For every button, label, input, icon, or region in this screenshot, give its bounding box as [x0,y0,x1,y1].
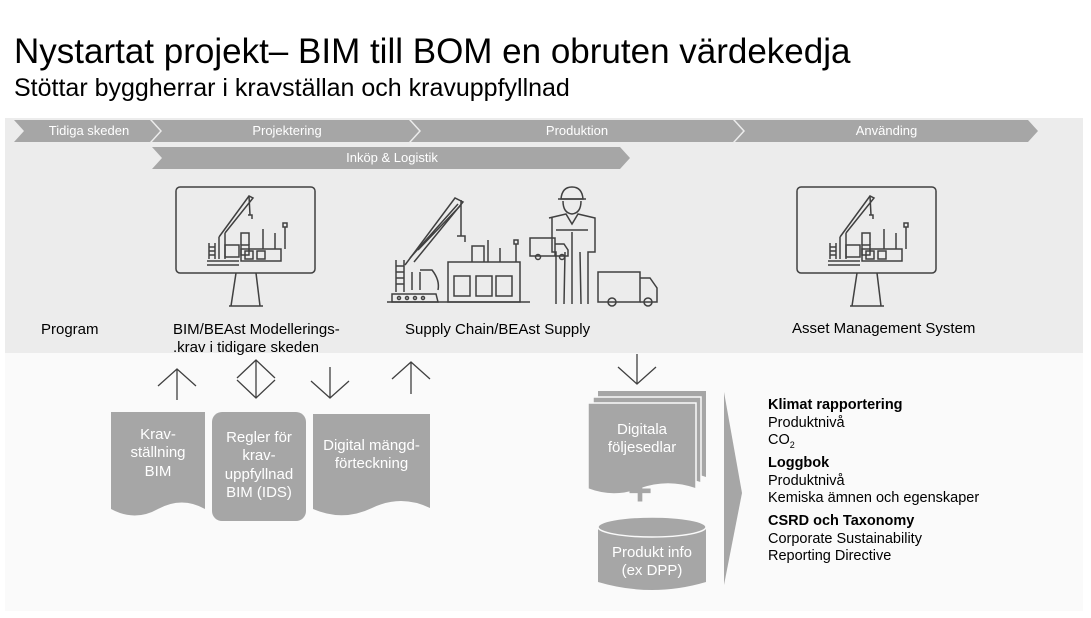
output-chevron [724,392,742,585]
stage-supply-chain: Supply Chain/BEAst Supply [405,321,591,338]
card-produkt-text: Produkt info (ex DPP) [611,544,693,580]
arrow-down-icon [617,354,657,385]
card-regler [212,412,306,521]
arrow-up-down-icon [236,359,276,399]
output-loggbok-heading: Loggbok [768,455,830,471]
stage-bim-line2: .krav i tidigare skeden [173,339,319,356]
documents-icon [587,391,706,495]
phase-projektering: Projektering [252,123,322,138]
truck-icon [597,271,658,307]
card-kravstallning [111,412,205,516]
output-klimat-co2: CO2 [768,432,795,450]
arrow-up-icon [157,368,197,400]
output-csrd-line2: Reporting Directive [768,548,892,564]
phase-arrow-anvandning [735,120,1038,142]
page-subtitle: Stöttar byggherrar i kravställan och kra… [14,74,570,102]
phase-arrow-tidiga [14,120,160,142]
card-foljesedlar-text: Digitala följesedlar [607,421,677,457]
output-loggbok-line1: Produktnivå [768,473,845,489]
construction-site-icon [387,197,530,303]
output-csrd-line1: Corporate Sustainability [768,531,922,547]
plus-icon: + [627,467,653,514]
arrow-down-icon [310,367,350,399]
phase-arrow-projektering [152,120,419,142]
phase-arrow-inkop [152,147,630,169]
arrow-up-icon [391,361,431,394]
phase-inkop-logistik: Inköp & Logistik [346,150,438,165]
phase-arrow-produktion [411,120,743,142]
output-klimat-line1: Produktnivå [768,415,845,431]
page-title: Nystartat projekt– BIM till BOM en obrut… [14,32,851,71]
truck-icon [529,237,569,261]
phase-tidiga-skeden: Tidiga skeden [48,123,130,138]
card-mangd [313,414,430,516]
card-regler-text: Regler för krav- uppfyllnad BIM (IDS) [224,429,294,501]
stage-bim-line1: BIM/BEAst Modellerings- [173,321,340,338]
phase-anvandning: Använding [855,123,918,138]
output-csrd-heading: CSRD och Taxonomy [768,513,915,529]
stage-program: Program [41,321,99,338]
crane-monitor-icon [796,186,937,307]
output-klimat-heading: Klimat rapportering [768,397,903,413]
output-loggbok-line2: Kemiska ämnen och egenskaper [768,490,980,506]
stage-asset-management: Asset Management System [792,320,976,337]
crane-monitor-icon [175,186,316,307]
card-mangd-text: Digital mängd- förteckning [323,437,420,473]
database-icon [597,516,707,590]
worker-icon [548,186,596,305]
phase-produktion: Produktion [545,123,609,138]
card-kravstallning-text: Krav- ställning BIM [130,426,186,480]
